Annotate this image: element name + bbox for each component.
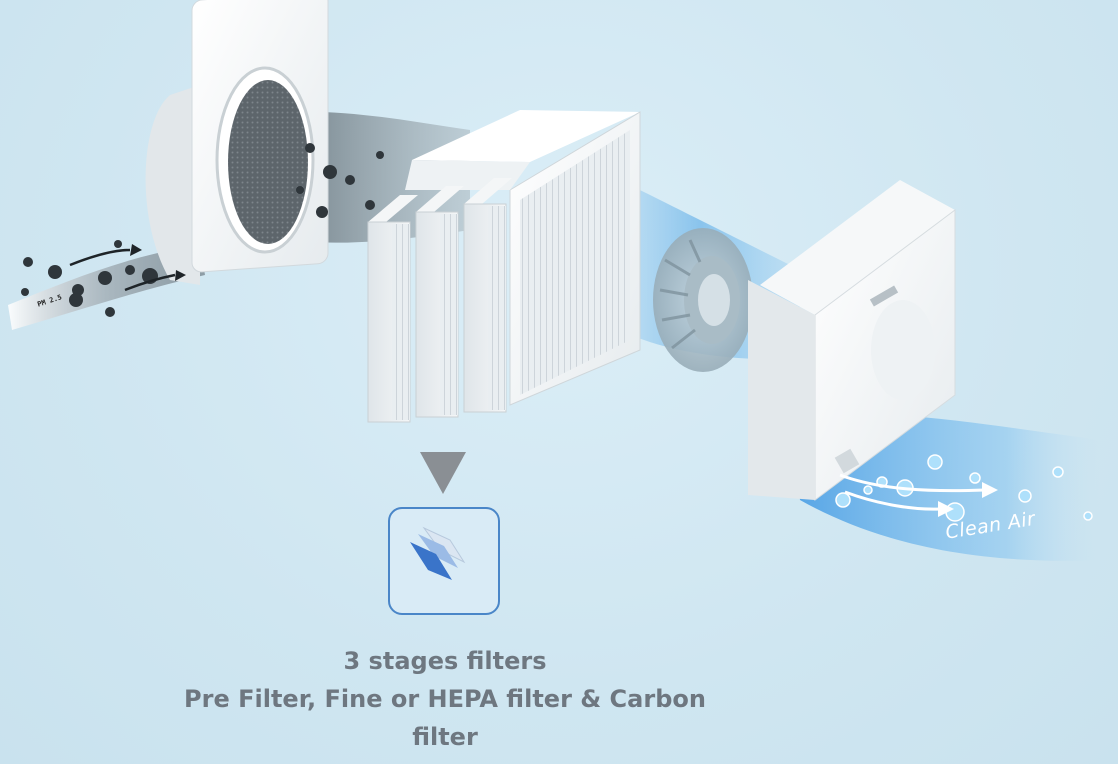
caption-subtitle: Pre Filter, Fine or HEPA filter & Carbon… bbox=[184, 685, 706, 751]
down-triangle-icon bbox=[420, 452, 466, 494]
layered-filter-icon bbox=[388, 507, 500, 615]
intake-hood bbox=[145, 0, 329, 285]
filter-caption: 3 stages filters Pre Filter, Fine or HEP… bbox=[180, 642, 710, 756]
pre-filter-panel bbox=[367, 195, 418, 423]
dirty-air-stream bbox=[8, 245, 205, 330]
hepa-filter-panel bbox=[415, 186, 464, 418]
centrifugal-fan bbox=[653, 228, 753, 372]
ventilation-unit bbox=[748, 180, 956, 501]
carbon-filter-panel bbox=[463, 178, 512, 413]
caption-title: 3 stages filters bbox=[343, 647, 547, 675]
dirty-airflow-arrow bbox=[69, 248, 131, 267]
filter-housing bbox=[405, 110, 641, 406]
clean-airflow-arrow bbox=[839, 473, 986, 493]
